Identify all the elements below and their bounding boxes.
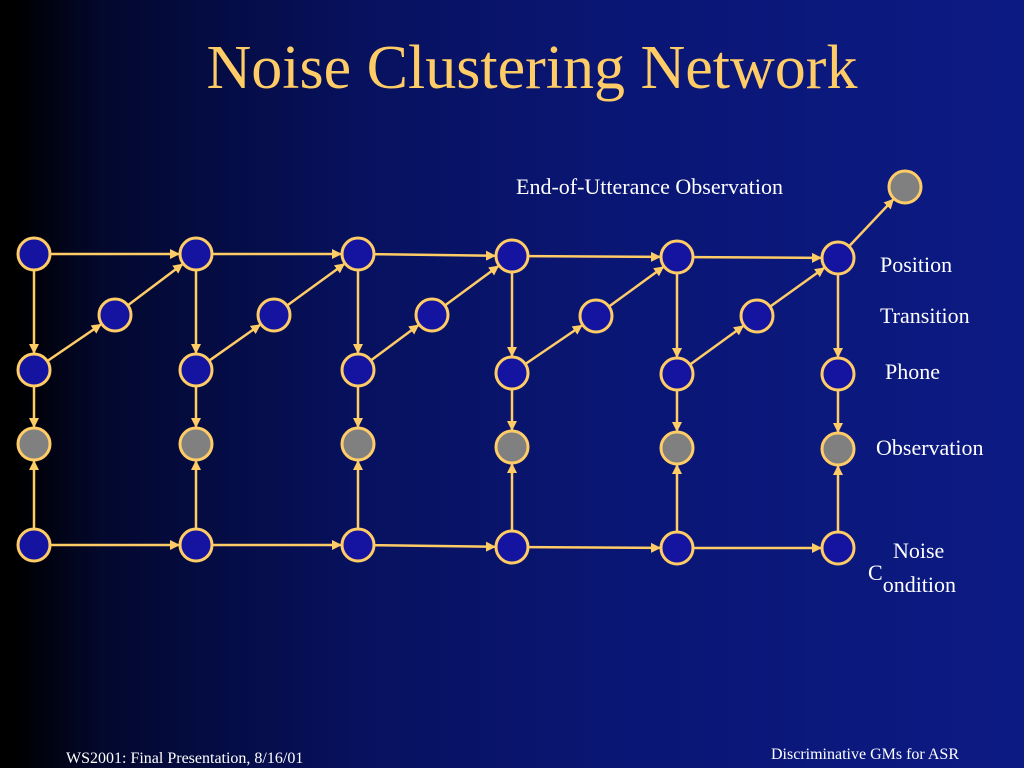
position-to-position-edge — [374, 250, 496, 261]
phone-node — [340, 352, 376, 388]
phone-node — [820, 356, 856, 392]
position-node — [178, 236, 214, 272]
nodes-group — [16, 169, 923, 566]
position-node — [340, 236, 376, 272]
noise-condition-node — [494, 529, 530, 565]
transition-to-position-edge — [287, 262, 346, 307]
slide-title: Noise Clustering Network — [206, 34, 858, 102]
transition-to-position-edge — [127, 263, 184, 306]
phone-to-transition-edge — [370, 324, 420, 361]
noise-condition-node — [659, 530, 695, 566]
phone-node — [16, 352, 52, 388]
position-node — [820, 240, 856, 276]
position-label: Position — [880, 252, 953, 277]
observation-node — [178, 426, 214, 462]
position-node — [16, 236, 52, 272]
end-of-utterance-label: End-of-Utterance Observation — [516, 174, 783, 199]
noise-condition-node — [820, 530, 856, 566]
end-of-utterance-node — [887, 169, 923, 205]
footer-left: WS2001: Final Presentation, 8/16/01 — [66, 750, 304, 767]
transition-to-position-edge — [444, 265, 500, 306]
observation-node — [494, 429, 530, 465]
noise-condition-node — [16, 527, 52, 563]
observation-label: Observation — [876, 435, 984, 460]
noise-to-noise-edge — [528, 542, 661, 553]
phone-to-transition-edge — [690, 324, 745, 366]
transition-node — [578, 298, 614, 334]
phone-node — [494, 355, 530, 391]
noise-label: Noise — [893, 538, 945, 563]
phone-to-transition-edge — [525, 324, 583, 365]
position-to-position-edge — [693, 252, 822, 263]
observation-node — [820, 431, 856, 467]
noise-to-noise-edge — [374, 541, 496, 552]
noise-condition-node — [340, 527, 376, 563]
position-to-position-edge — [528, 251, 661, 262]
condition-label-c: C — [868, 560, 883, 585]
transition-node — [256, 297, 292, 333]
edges-group — [29, 198, 895, 553]
transition-to-position-edge — [770, 266, 826, 308]
transition-label: Transition — [880, 303, 970, 328]
phone-to-transition-edge — [209, 323, 261, 362]
transition-node — [414, 297, 450, 333]
phone-node — [178, 352, 214, 388]
transition-to-position-edge — [608, 265, 665, 308]
observation-node — [659, 430, 695, 466]
condition-label-rest: ondition — [882, 572, 957, 597]
transition-node — [739, 298, 775, 334]
phone-to-transition-edge — [47, 323, 102, 362]
transition-node — [97, 297, 133, 333]
position-to-end-of-utterance-edge — [848, 198, 895, 247]
phone-node — [659, 356, 695, 392]
observation-node — [16, 426, 52, 462]
position-node — [659, 239, 695, 275]
condition-label: Condition — [868, 560, 957, 598]
observation-node — [340, 426, 376, 462]
position-node — [494, 238, 530, 274]
footer-right: Discriminative GMs for ASR — [771, 746, 959, 763]
phone-label: Phone — [885, 359, 940, 384]
noise-condition-node — [178, 527, 214, 563]
